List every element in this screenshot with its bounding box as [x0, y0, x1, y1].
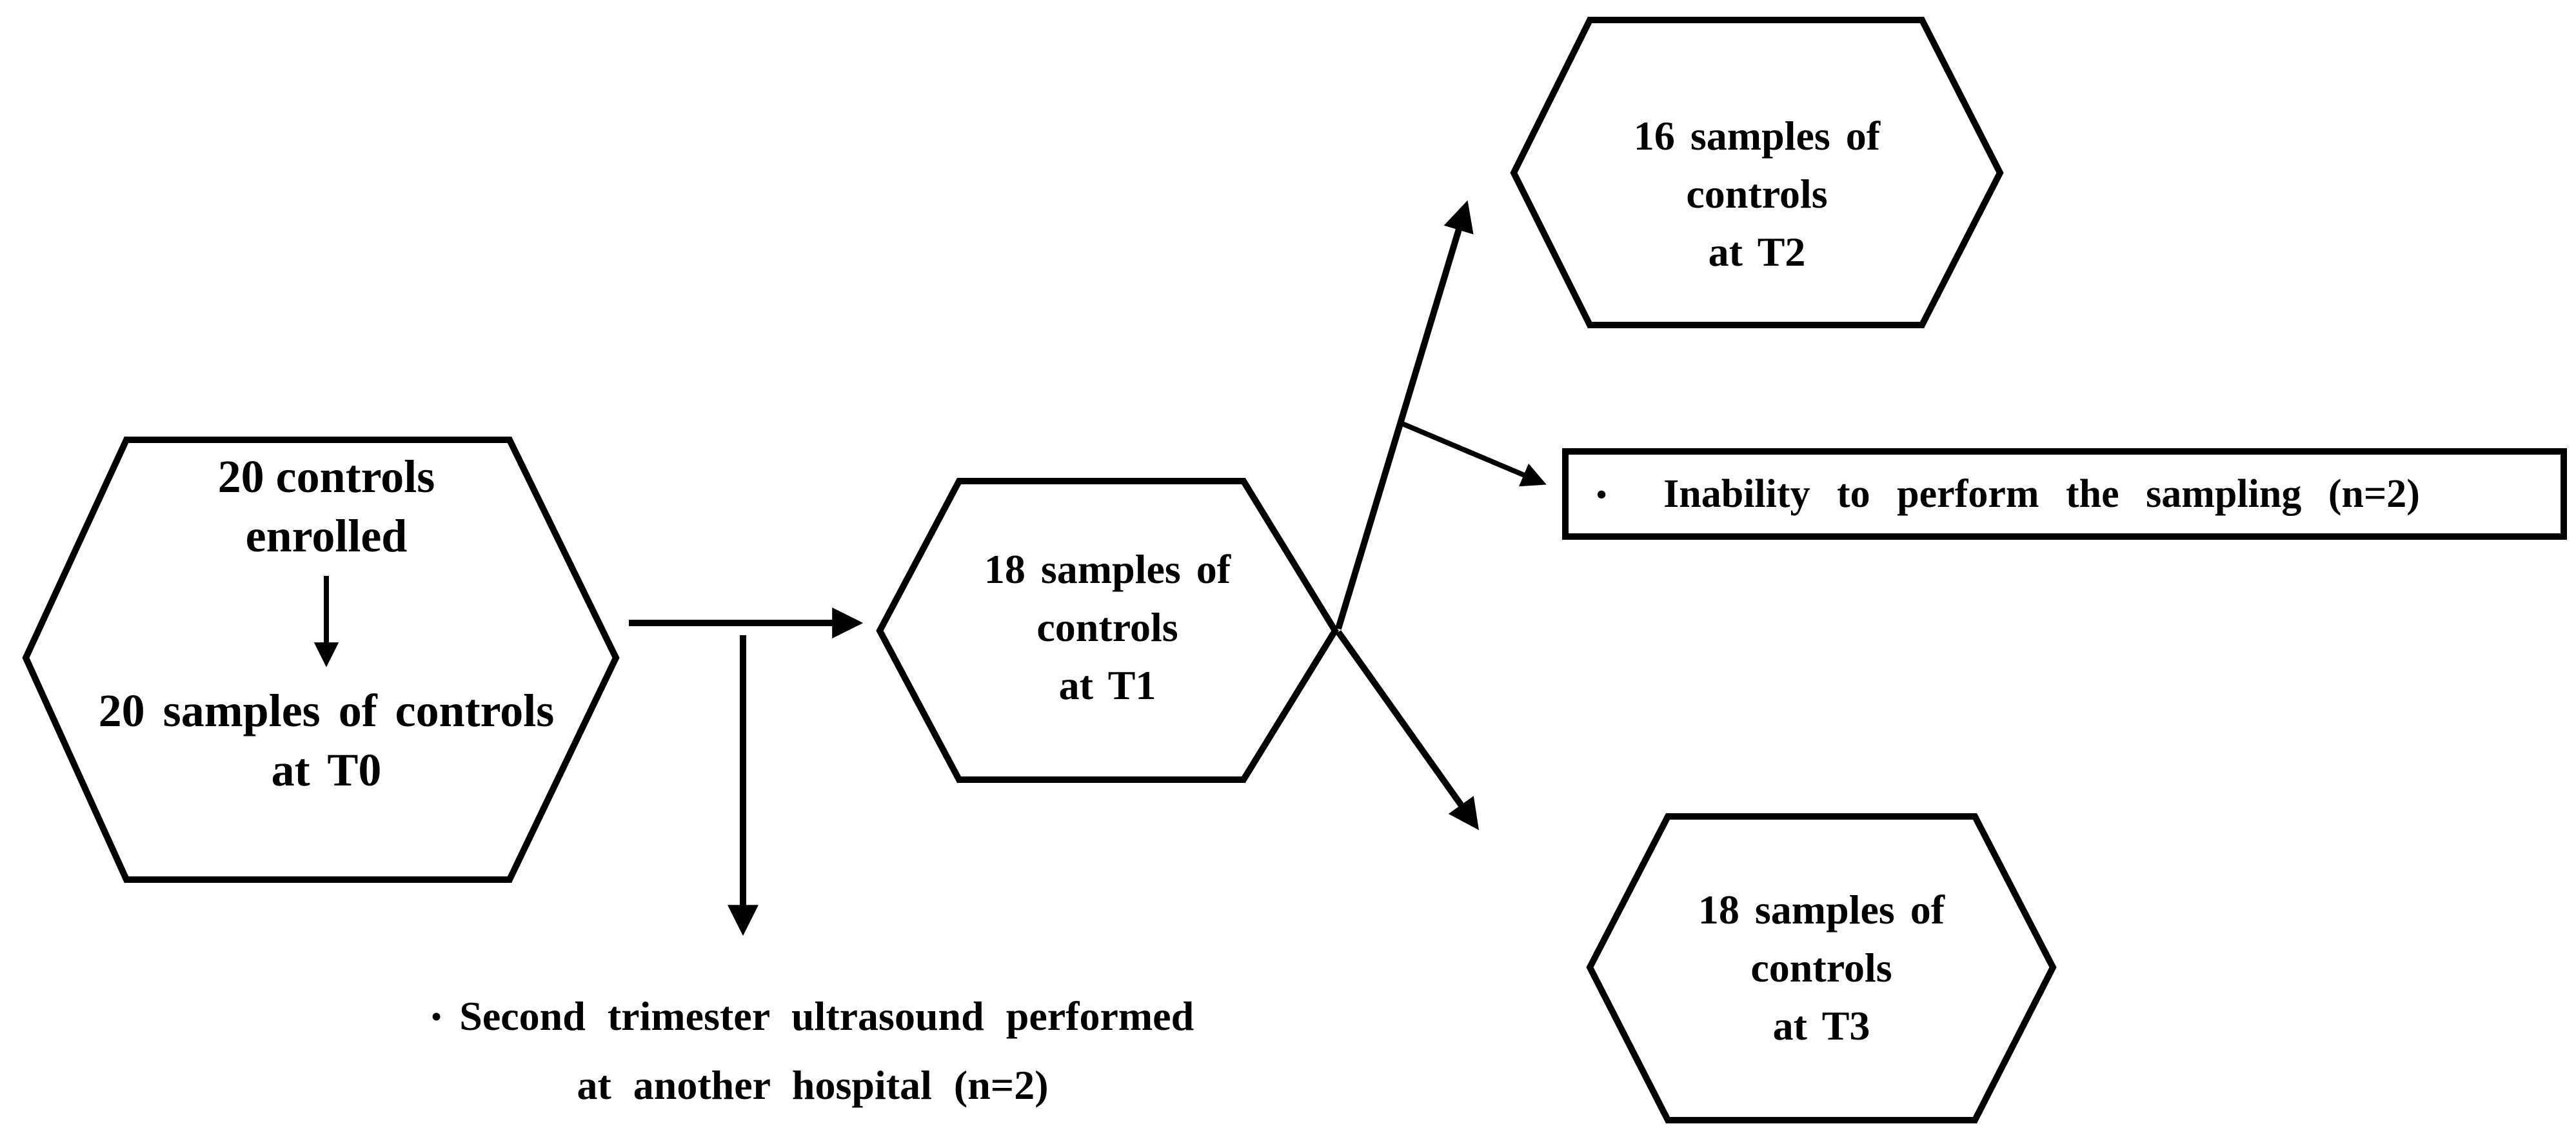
t0-hexagon	[22, 437, 620, 883]
t1-label-line3: at T1	[1058, 662, 1156, 708]
t1-samples-label: 18 samples of controls at T1	[904, 540, 1311, 715]
t2-label-line2: controls	[1686, 171, 1828, 217]
arrow-t1-to-t2	[1335, 200, 1474, 630]
t3-label-line3: at T3	[1772, 1003, 1870, 1049]
t0-enrolled-label: 20 controls enrolled	[84, 447, 568, 566]
t2-label-line1: 16 samples of	[1633, 113, 1881, 159]
t0-enrolled-line1: 20 controls	[217, 451, 435, 502]
t2-samples-label: 16 samples of controls at T2	[1554, 107, 1960, 281]
t3-samples-label: 18 samples of controls at T3	[1618, 881, 2025, 1055]
t0-samples-line1: 20 samples of controls	[98, 685, 555, 736]
ultrasound-note-line1: • Second trimester ultrasound performed	[310, 984, 1316, 1053]
t3-hexagon	[1586, 813, 2057, 1123]
t3-label-line2: controls	[1750, 945, 1892, 991]
t2-label-line3: at T2	[1708, 229, 1806, 275]
arrow-to-exclusion-box	[1400, 420, 1547, 487]
ultrasound-note-text1: Second trimester ultrasound performed	[459, 993, 1194, 1039]
t1-label-line1: 18 samples of	[984, 546, 1231, 592]
t0-enrolled-line2: enrolled	[245, 510, 408, 562]
t3-label-line1: 18 samples of	[1698, 887, 1945, 933]
ultrasound-exclusion-note: • Second trimester ultrasound performed a…	[310, 984, 1316, 1118]
t2-hexagon	[1510, 17, 2004, 328]
t1-label-line2: controls	[1036, 604, 1178, 650]
bullet-marker: •	[431, 1001, 442, 1032]
exclusion-box-text: Inability to perform the sampling (n=2)	[1663, 471, 2420, 516]
t0-samples-line2: at T0	[271, 744, 382, 796]
exclusion-box	[1562, 448, 2567, 540]
exclusion-box-label: • Inability to perform the sampling (n=2…	[1565, 451, 2564, 537]
t0-samples-label: 20 samples of controls at T0	[49, 681, 604, 800]
bullet-marker: •	[1596, 477, 1607, 511]
arrow-t1-to-t3	[1335, 630, 1479, 831]
t1-hexagon	[876, 478, 1339, 783]
ultrasound-note-line2: at another hospital (n=2)	[577, 1062, 1049, 1108]
